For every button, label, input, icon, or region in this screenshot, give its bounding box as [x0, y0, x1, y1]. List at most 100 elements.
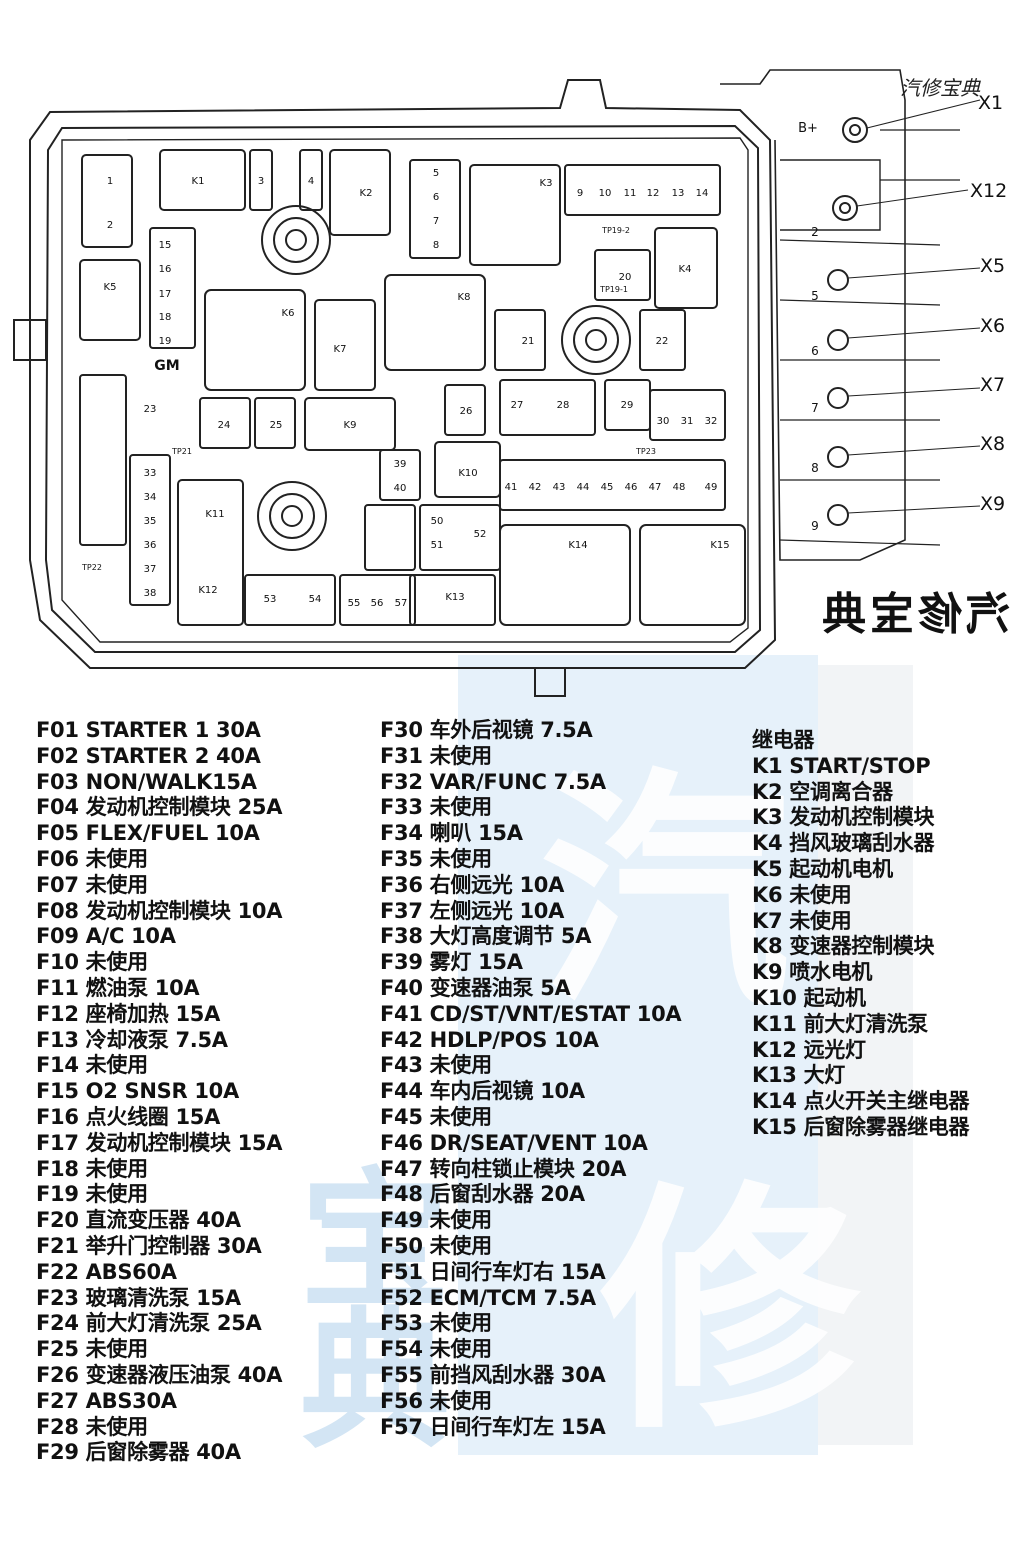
box-fuse-30: 30 [657, 416, 670, 427]
fuse-legend-item: F28 未使用 [36, 1414, 148, 1439]
box-relay-k1: K1 [192, 176, 205, 187]
fuse-box-diagram: 1 2 3 4 9 10 11 12 13 14 5 6 7 8 15 16 1… [13, 69, 981, 697]
fuse-legend-item: F56 未使用 [380, 1388, 492, 1413]
fuse-legend-item: F24 前大灯清洗泵 25A [36, 1311, 262, 1336]
stud-label-8: 8 [811, 461, 819, 475]
box-fuse-3: 3 [258, 176, 264, 187]
box-fuse-5: 5 [433, 168, 439, 179]
fuse-legend-item: F37 左侧远光 10A [380, 898, 565, 923]
fuse-legend-item: F44 车内后视镜 10A [380, 1079, 585, 1104]
box-fuse-16: 16 [159, 264, 172, 275]
connector-x7: X7 [980, 374, 1006, 396]
fuse-legend-item: F23 玻璃清洗泵 15A [36, 1285, 241, 1310]
fuse-legend-item: F33 未使用 [380, 795, 492, 820]
relay-legend-item: K12 远光灯 [752, 1037, 866, 1062]
box-fuse-12: 12 [647, 188, 660, 199]
relay-legend-item: K8 变速器控制模块 [752, 934, 935, 959]
watermark-char-3: 宝 [300, 1155, 451, 1329]
fuse-legend-item: F27 ABS30A [36, 1388, 177, 1413]
fuse-legend-item: F01 STARTER 1 30A [36, 718, 261, 742]
box-relay-k11: K11 [205, 509, 224, 520]
fuse-legend-item: F17 发动机控制模块 15A [36, 1130, 283, 1155]
box-fuse-14: 14 [696, 188, 709, 199]
fuse-legend-item: F40 变速器油泵 5A [380, 975, 571, 1000]
box-fuse-10: 10 [599, 188, 612, 199]
stud-label-bplus: B+ [798, 121, 818, 136]
stud-label-9: 9 [811, 519, 819, 533]
box-relay-k10: K10 [458, 468, 477, 479]
fuse-legend-item: F21 举升门控制器 30A [36, 1233, 262, 1258]
fuse-legend-item: F57 日间行车灯左 15A [380, 1414, 606, 1439]
fuse-legend-item: F29 后窗除雾器 40A [36, 1440, 241, 1465]
box-relay-k12: K12 [198, 585, 217, 596]
relay-legend-item: K1 START/STOP [752, 753, 931, 778]
box-fuse-48: 48 [673, 482, 686, 493]
box-fuse-35: 35 [144, 516, 157, 527]
relay-legend-item: K13 大灯 [752, 1063, 846, 1088]
connector-x1: X1 [978, 92, 1004, 114]
watermark-char-1: 汽 [540, 748, 790, 1039]
fuse-legend-item: F31 未使用 [380, 743, 492, 768]
box-fuse-34: 34 [144, 492, 157, 503]
box-fuse-2: 2 [107, 220, 113, 231]
fuse-legend-item: F15 O2 SNSR 10A [36, 1079, 239, 1104]
fuse-legend-item: F18 未使用 [36, 1156, 148, 1181]
box-relay-k4: K4 [679, 264, 692, 275]
fuse-legend-item: F49 未使用 [380, 1208, 492, 1233]
box-fuse-17: 17 [159, 289, 172, 300]
box-fuse-13: 13 [672, 188, 685, 199]
fuse-legend-item: F52 ECM/TCM 7.5A [380, 1285, 596, 1310]
box-fuse-19: 19 [159, 336, 172, 347]
box-relay-k8: K8 [458, 292, 471, 303]
fuse-legend-item: F25 未使用 [36, 1337, 148, 1362]
fuse-legend-item: F47 转向柱锁止模块 20A [380, 1156, 627, 1181]
stud-label-5: 5 [811, 289, 819, 303]
box-fuse-18: 18 [159, 312, 172, 323]
box-fuse-49: 49 [705, 482, 718, 493]
box-fuse-57: 57 [395, 598, 408, 609]
relay-legend-item: K4 挡风玻璃刮水器 [752, 831, 935, 856]
fuse-legend-item: F45 未使用 [380, 1104, 492, 1129]
relay-legend-item: K11 前大灯清洗泵 [752, 1011, 928, 1036]
box-fuse-38: 38 [144, 588, 157, 599]
box-relay-k14: K14 [568, 540, 587, 551]
connector-x6: X6 [980, 315, 1006, 337]
brand-logo-mirrored: 汽修宝典 [818, 589, 1010, 640]
box-fuse-23: 23 [144, 404, 157, 415]
fuse-legend-item: F50 未使用 [380, 1233, 492, 1258]
fuse-legend-item: F34 喇叭 15A [380, 821, 523, 846]
box-fuse-4: 4 [308, 176, 314, 187]
fuse-legend-item: F08 发动机控制模块 10A [36, 898, 283, 923]
fuse-legend-item: F48 后窗刮水器 20A [380, 1182, 585, 1207]
box-fuse-47: 47 [649, 482, 662, 493]
fuse-legend-item: F14 未使用 [36, 1053, 148, 1078]
relay-legend-item: K14 点火开关主继电器 [752, 1089, 970, 1114]
watermark-char-4: 典 [300, 1295, 451, 1469]
box-fuse-56: 56 [371, 598, 384, 609]
fuse-legend-item: F54 未使用 [380, 1337, 492, 1362]
box-fuse-45: 45 [601, 482, 614, 493]
box-fuse-7: 7 [433, 216, 439, 227]
box-fuse-37: 37 [144, 564, 157, 575]
relay-legend-item: K15 后窗除雾器继电器 [752, 1114, 970, 1139]
fuse-legend-item: F26 变速器液压油泵 40A [36, 1362, 283, 1387]
fuse-legend-item: F22 ABS60A [36, 1259, 177, 1284]
box-fuse-25: 25 [270, 420, 283, 431]
connector-x8: X8 [980, 433, 1006, 455]
fuse-legend-item: F38 大灯高度调节 5A [380, 924, 592, 949]
fuse-legend-item: F39 雾灯 15A [380, 950, 523, 975]
box-fuse-28: 28 [557, 400, 570, 411]
fuse-legend-item: F20 直流变压器 40A [36, 1208, 241, 1233]
tp21-label: TP21 [171, 447, 192, 456]
fuse-legend-item: F46 DR/SEAT/VENT 10A [380, 1130, 648, 1155]
fuse-legend-item: F51 日间行车灯右 15A [380, 1259, 606, 1284]
relay-legend-item: K2 空调离合器 [752, 779, 893, 804]
stud-label-7: 7 [811, 401, 819, 415]
relay-legend-item: 继电器 [752, 728, 815, 752]
fuse-legend-item: F53 未使用 [380, 1311, 492, 1336]
watermark-side-panel [818, 665, 913, 1445]
box-fuse-41: 41 [505, 482, 518, 493]
connector-x12: X12 [970, 180, 1008, 202]
fuse-legend-item: F19 未使用 [36, 1182, 148, 1207]
fuse-legend-item: F04 发动机控制模块 25A [36, 795, 283, 820]
